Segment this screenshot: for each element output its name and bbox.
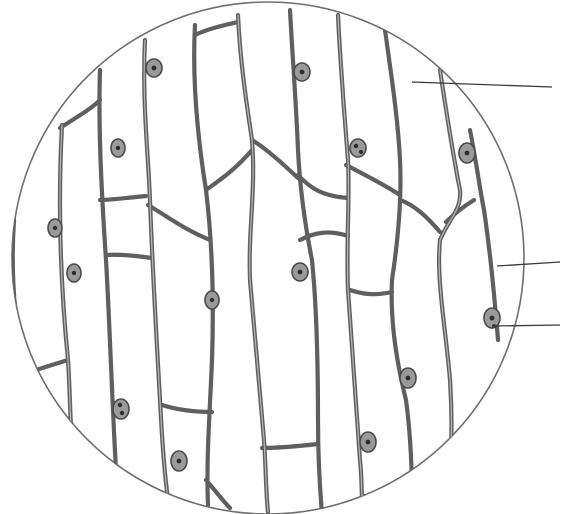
- nucleus: [459, 143, 475, 163]
- nucleus: [113, 399, 129, 419]
- nucleus: [48, 219, 62, 237]
- nucleus: [146, 59, 162, 77]
- leader-dot: [492, 324, 496, 328]
- nucleus: [171, 451, 187, 471]
- nucleus: [205, 291, 219, 309]
- nucleus: [350, 139, 366, 157]
- field-of-view-circle: [12, 2, 524, 514]
- nucleus: [400, 368, 416, 388]
- nucleus: [294, 63, 310, 81]
- nucleus: [111, 139, 125, 157]
- nucleus: [484, 308, 500, 328]
- nucleus: [292, 263, 308, 281]
- nucleus: [360, 432, 376, 452]
- nucleus: [67, 264, 81, 282]
